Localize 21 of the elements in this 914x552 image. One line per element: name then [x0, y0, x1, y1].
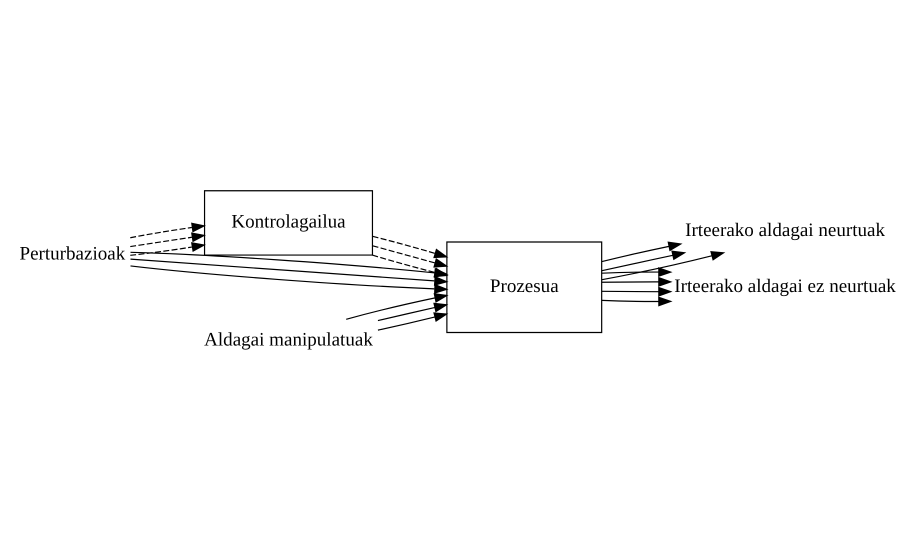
arrow [602, 296, 673, 306]
arrow [130, 242, 206, 256]
arrow [602, 250, 686, 271]
arrow [602, 241, 683, 262]
arrow [602, 276, 673, 286]
arrow [130, 232, 206, 247]
arrow [130, 222, 206, 238]
node-text: Irteerako aldagai ez neurtuak [674, 275, 896, 296]
arrow [346, 292, 449, 320]
arrow [602, 266, 673, 277]
arrow [602, 286, 673, 296]
node-box: Kontrolagailua [204, 190, 374, 256]
node-box: Prozesua [446, 240, 602, 333]
arrow [372, 235, 448, 258]
arrow [378, 312, 448, 330]
arrow [372, 244, 448, 268]
node-text: Perturbazioak [19, 243, 126, 264]
node-text: Irteerako aldagai neurtuak [685, 219, 886, 240]
node-text: Aldagai manipulatuak [204, 328, 373, 350]
arrow [602, 250, 726, 280]
arrow [378, 302, 448, 321]
